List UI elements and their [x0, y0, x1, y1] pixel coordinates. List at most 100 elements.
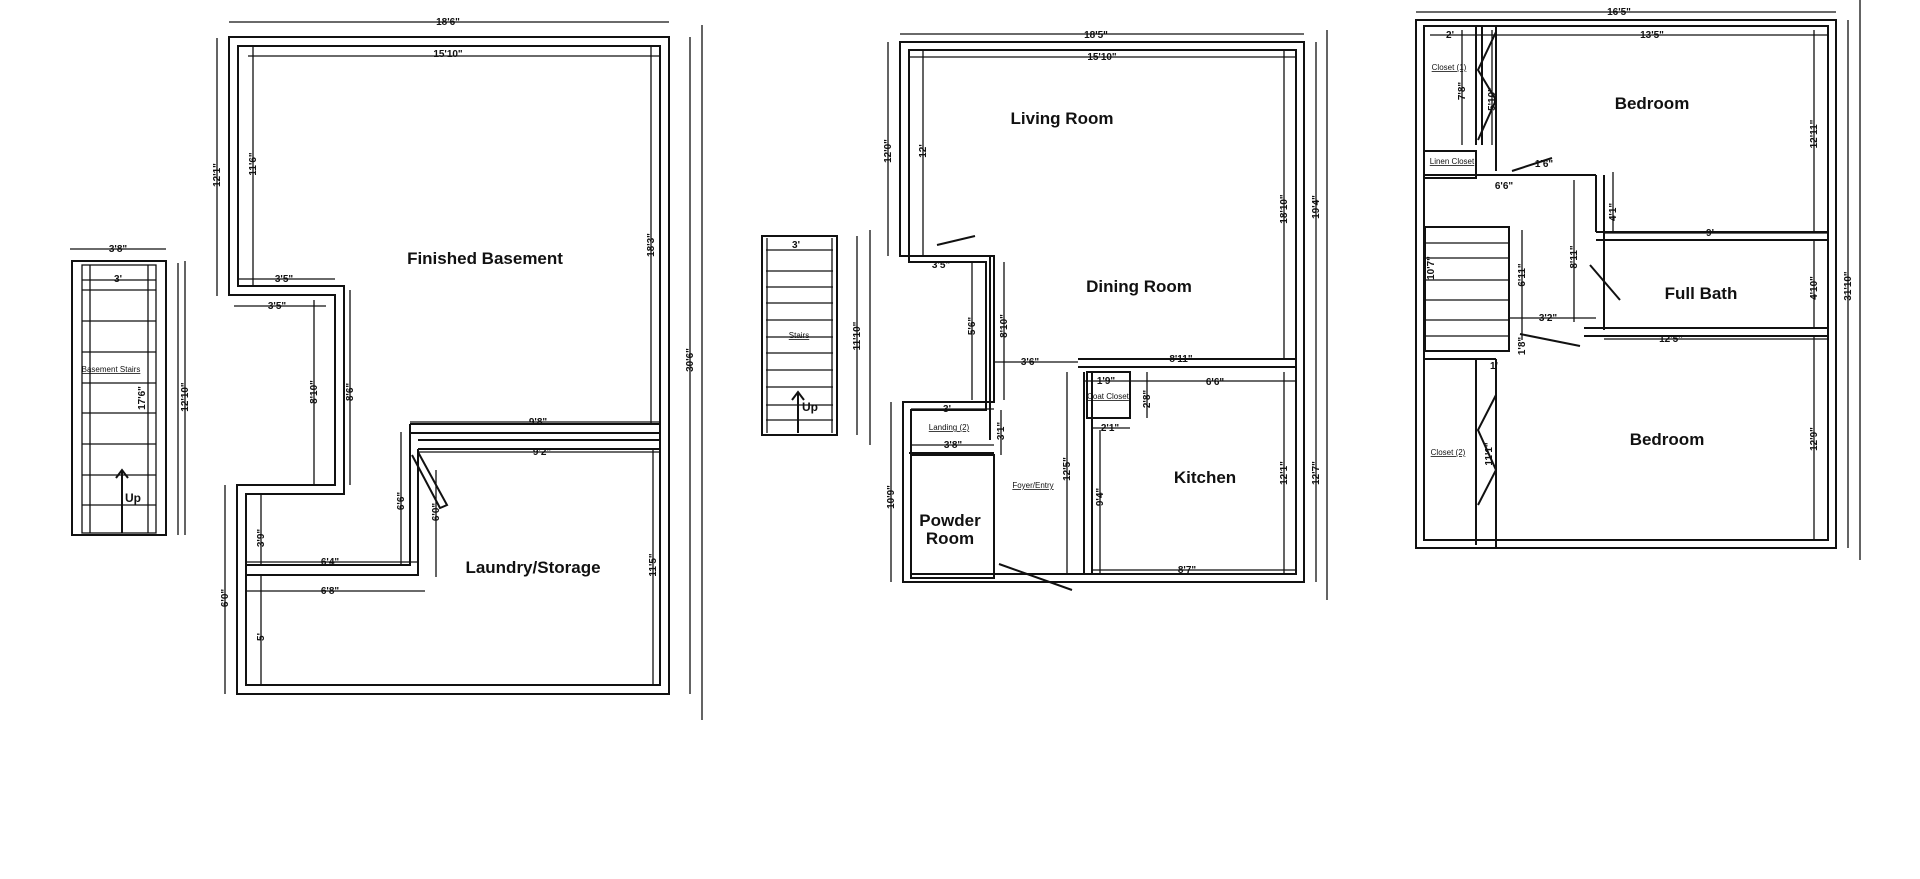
dim-label: 2'1" — [1101, 423, 1120, 434]
stairs-run-label: 17'6" — [137, 386, 148, 410]
room-closet-2: Closet (2) — [1431, 448, 1466, 457]
dim-label: 15'10" — [1087, 52, 1117, 63]
dim-label: 8'11" — [1169, 354, 1193, 365]
basement-plan: 3'8" 3' Basement Stairs 17'6" 12'10" Up … — [70, 17, 703, 720]
dim-label: 6'8" — [321, 586, 340, 597]
basement-dimensions: 18'6" 15'10" 12'1" 11'6" 3'5" 3'5" 8'10"… — [212, 17, 696, 641]
up-arrow-icon — [791, 390, 805, 433]
dim-label: 12'1" — [1279, 461, 1290, 485]
room-landing: Landing (2) — [929, 423, 970, 432]
dim-label: 3'2" — [1539, 313, 1558, 324]
dim-label: 13'5" — [1640, 30, 1664, 41]
dim-label: 12'7" — [1311, 461, 1322, 485]
dim-label: 5'10" — [1487, 87, 1498, 111]
dim-label: 8'7" — [1178, 565, 1197, 576]
dim-label: 7'8" — [1457, 82, 1468, 101]
dim-label: 5'6" — [967, 317, 978, 336]
dim-label: 6'11" — [1517, 263, 1528, 287]
dim-label: 4'1" — [1608, 203, 1619, 222]
dim-label: 11'1" — [1484, 442, 1495, 466]
dim-label: 3' — [943, 404, 951, 415]
dim-label: 3'9" — [256, 529, 267, 548]
stairs-length-label: 12'10" — [180, 382, 191, 412]
dim-label: 4'10" — [1809, 276, 1820, 300]
dim-label: 11'6" — [248, 152, 259, 176]
dim-label: 18'5" — [1084, 30, 1108, 41]
room-bedroom-1: Bedroom — [1615, 94, 1690, 113]
up-label: Up — [802, 400, 818, 414]
dim-label: 1'8" — [1517, 337, 1528, 356]
dim-label: 3'5" — [275, 274, 294, 285]
room-kitchen: Kitchen — [1174, 468, 1236, 487]
room-powder-room-line2: Room — [926, 529, 974, 548]
room-closet-1: Closet (1) — [1432, 63, 1467, 72]
dim-label: 19'4" — [1311, 195, 1322, 219]
dim-label: 3'5" — [268, 301, 287, 312]
dim-label: 18'3" — [646, 233, 657, 257]
dim-label: 1'6" — [1535, 159, 1554, 170]
dim-label: 9'4" — [1095, 488, 1106, 507]
dim-label: 6'0" — [431, 503, 442, 522]
stairs-length-label: 11'10" — [852, 321, 863, 350]
dim-label: 8'6" — [345, 383, 356, 402]
dim-label: 16'5" — [1607, 7, 1631, 18]
basement-walls — [216, 21, 703, 720]
room-full-bath: Full Bath — [1665, 284, 1738, 303]
main-floor-plan: 3' Stairs 11'10" Up Living Room Dining R… — [761, 30, 1328, 600]
basement-stairs-label: Basement Stairs — [82, 365, 141, 374]
dim-label: 30'6" — [685, 348, 696, 372]
dim-label: 10'7" — [1426, 256, 1437, 280]
dim-label: 9'8" — [529, 417, 548, 428]
dim-label: 31'10" — [1843, 271, 1854, 301]
dim-label: 2'8" — [1142, 390, 1153, 409]
dim-label: 6'6" — [1495, 181, 1514, 192]
upper-floor-plan: Bedroom Full Bath Bedroom Closet (1) Lin… — [1415, 0, 1861, 560]
dim-label: 8'10" — [999, 314, 1010, 338]
dim-label: 9' — [1706, 228, 1714, 239]
main-stairs: 3' Stairs 11'10" Up — [761, 230, 871, 445]
dim-label: 8'11" — [1569, 245, 1580, 269]
stairs-width-label: 3'8" — [109, 244, 128, 255]
dim-label: 12'0" — [883, 139, 894, 163]
room-laundry-storage: Laundry/Storage — [465, 558, 600, 577]
dim-label: 6'0" — [220, 589, 231, 608]
dim-label: 6'4" — [321, 557, 340, 568]
dim-label: 12'5" — [1659, 334, 1683, 345]
room-dining-room: Dining Room — [1086, 277, 1192, 296]
upper-dimensions: 16'5" 13'5" 2' 7'8" 5'10" 12'11" 31'10" … — [1426, 7, 1854, 466]
upper-walls — [1415, 0, 1861, 560]
dim-label: 12'9" — [1809, 427, 1820, 451]
up-label: Up — [125, 491, 141, 505]
room-foyer-entry: Foyer/Entry — [1012, 481, 1053, 490]
dim-label: 3'6" — [1021, 357, 1040, 368]
room-powder-room: Powder — [919, 511, 981, 530]
dim-label: 12'5" — [1062, 457, 1073, 481]
stairs-tread-label: 3' — [792, 240, 800, 251]
dim-label: 3'5" — [932, 260, 951, 271]
stairs-tread-label: 3' — [114, 274, 122, 285]
dim-label: 3'1" — [996, 422, 1007, 441]
up-arrow-icon — [115, 468, 129, 533]
dim-label: 6'6" — [396, 492, 407, 511]
main-dimensions: 18'5" 15'10" 12'0" 12' 18'10" 19'4" 3'5"… — [883, 30, 1322, 576]
dim-label: 8'10" — [309, 380, 320, 404]
dim-label: 3'8" — [944, 440, 963, 451]
dim-label: 15'10" — [433, 49, 463, 60]
room-living-room: Living Room — [1011, 109, 1114, 128]
dim-label: 18'6" — [436, 17, 460, 28]
dim-label: 12' — [918, 144, 929, 158]
stairs-label: Stairs — [789, 331, 809, 340]
dim-label: 5' — [256, 633, 267, 641]
dim-label: 9'2" — [533, 447, 552, 458]
dim-label: 18'10" — [1279, 194, 1290, 224]
room-linen-closet: Linen Closet — [1430, 157, 1475, 166]
room-coat-closet: Coat Closet — [1087, 392, 1130, 401]
dim-label: 12'11" — [1809, 119, 1820, 148]
room-finished-basement: Finished Basement — [407, 249, 563, 268]
room-bedroom-2: Bedroom — [1630, 430, 1705, 449]
dim-label: 10'9" — [886, 485, 897, 509]
basement-stairs: 3'8" 3' Basement Stairs 17'6" 12'10" Up — [70, 244, 191, 536]
dim-label: 11'5" — [648, 553, 659, 577]
main-walls — [887, 30, 1328, 600]
